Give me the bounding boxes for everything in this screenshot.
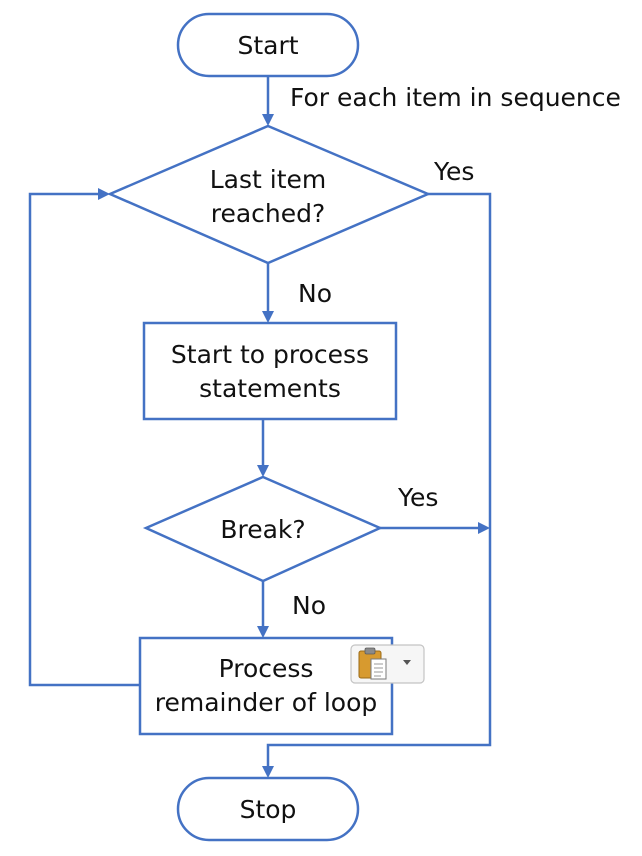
last-item-label-line1: Last item xyxy=(210,165,327,194)
process-label-line2: statements xyxy=(199,374,341,403)
paste-options-button[interactable] xyxy=(350,644,425,684)
process-label-line1: Start to process xyxy=(171,340,369,369)
process-statements-box xyxy=(142,321,398,421)
arrowhead-start-to-decision xyxy=(262,114,274,126)
arrowhead-decision-to-process xyxy=(262,311,274,323)
remainder-label-line1: Process xyxy=(219,654,314,683)
clipboard-paste-icon xyxy=(358,647,387,680)
connector-loop-back xyxy=(28,192,140,687)
arrowhead-yes-to-stop xyxy=(262,766,274,778)
remainder-label-line2: remainder of loop xyxy=(155,688,378,717)
arrowhead-process-to-break xyxy=(257,465,269,477)
last-item-decision xyxy=(106,124,432,265)
arrowhead-break-yes xyxy=(478,522,490,534)
arrowhead-loop-back xyxy=(98,188,110,200)
connector-yes-to-stop xyxy=(266,192,492,767)
process-remainder-box xyxy=(138,636,394,736)
start-label: Start xyxy=(237,31,298,60)
no-label-last-item: No xyxy=(298,279,332,308)
yes-label-last-item: Yes xyxy=(433,157,474,186)
chevron-down-icon[interactable] xyxy=(403,660,411,665)
no-label-break: No xyxy=(292,591,326,620)
stop-label: Stop xyxy=(240,795,297,824)
yes-label-break: Yes xyxy=(397,483,438,512)
sequence-label: For each item in sequence xyxy=(290,83,621,112)
last-item-label-line2: reached? xyxy=(211,199,326,228)
break-label: Break? xyxy=(220,515,305,544)
arrowhead-break-to-remainder xyxy=(257,626,269,638)
